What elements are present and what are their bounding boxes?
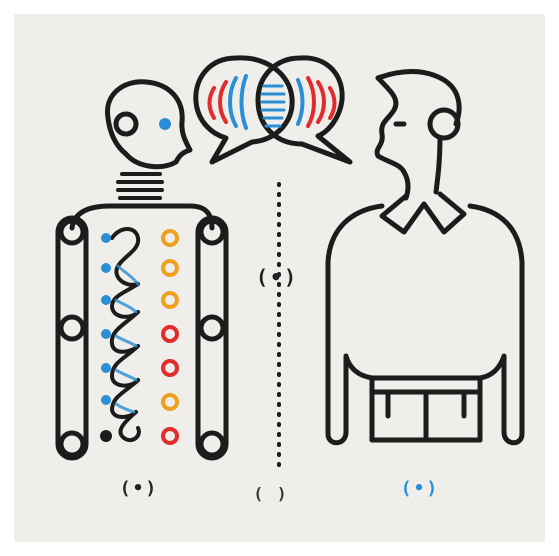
divider-caption: ( ) (254, 484, 289, 503)
robot-head-icon (107, 82, 190, 167)
human-body-icon (328, 194, 522, 443)
robot-caption: (•) (120, 478, 159, 499)
speech-center-lines-icon (262, 86, 284, 126)
robot-eye-icon (159, 118, 171, 130)
robot-body-icon (58, 206, 226, 458)
human-head-icon (377, 72, 459, 199)
center-caption: (•) (256, 265, 298, 289)
human-caption: (•) (401, 478, 440, 499)
robot-indicator-rings-icon (163, 231, 177, 443)
robot-neck-icon (118, 174, 162, 198)
